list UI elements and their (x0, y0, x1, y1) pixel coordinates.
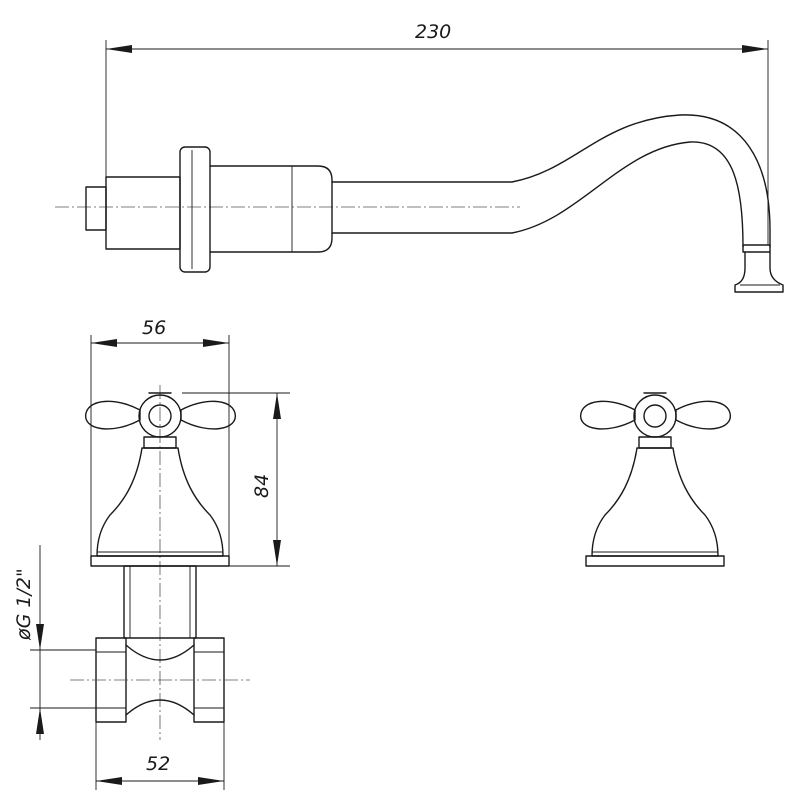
left-handle-cap (148, 404, 172, 428)
right-handle-cap (643, 404, 667, 428)
right-stem (638, 436, 672, 449)
arrow-bottom-84 (273, 540, 281, 566)
dimension-handle-width: 56 (90, 317, 230, 556)
spout-pipe (331, 114, 771, 248)
right-bell-cover (591, 447, 719, 557)
dim-label-thread: øG 1/2" (13, 568, 35, 641)
arrow-thread-bottom (36, 708, 44, 734)
dim-label-84: 84 (251, 474, 273, 498)
dimension-spout-length: 230 (105, 21, 769, 245)
left-connector-bridge (125, 644, 195, 716)
arrow-left-230 (106, 45, 132, 53)
right-handle-hub (633, 394, 677, 438)
arrow-left-52 (96, 777, 122, 785)
spout-assembly (55, 114, 784, 293)
right-handle-lever-right (675, 400, 731, 430)
right-bell-base (585, 555, 725, 567)
left-handle-lever-left (85, 400, 141, 430)
left-valve-body (123, 565, 197, 639)
left-valve (70, 385, 250, 740)
spout-nozzle-ring (742, 244, 771, 253)
dimension-thread-size: øG 1/2" (13, 545, 96, 740)
spout-body (105, 176, 181, 250)
spout-nozzle (734, 251, 784, 293)
arrow-right-52 (198, 777, 224, 785)
spout-collar (209, 165, 333, 253)
right-valve (580, 392, 731, 567)
arrow-top-84 (273, 393, 281, 419)
right-handle-lever-left (580, 400, 636, 430)
spout-pipe-inner (331, 141, 744, 248)
dimension-valve-height: 84 (182, 392, 290, 567)
spout-stem (85, 186, 107, 231)
left-handle-lever-right (180, 400, 236, 430)
dim-label-56: 56 (142, 317, 166, 339)
arrow-right-230 (742, 45, 768, 53)
arrow-right-56 (203, 339, 229, 347)
arrow-thread-top (36, 624, 44, 650)
spout-flange (179, 146, 211, 273)
dimension-body-width: 52 (95, 722, 225, 790)
dim-label-230: 230 (415, 21, 451, 43)
arrow-left-56 (91, 339, 117, 347)
dim-label-52: 52 (146, 753, 170, 775)
